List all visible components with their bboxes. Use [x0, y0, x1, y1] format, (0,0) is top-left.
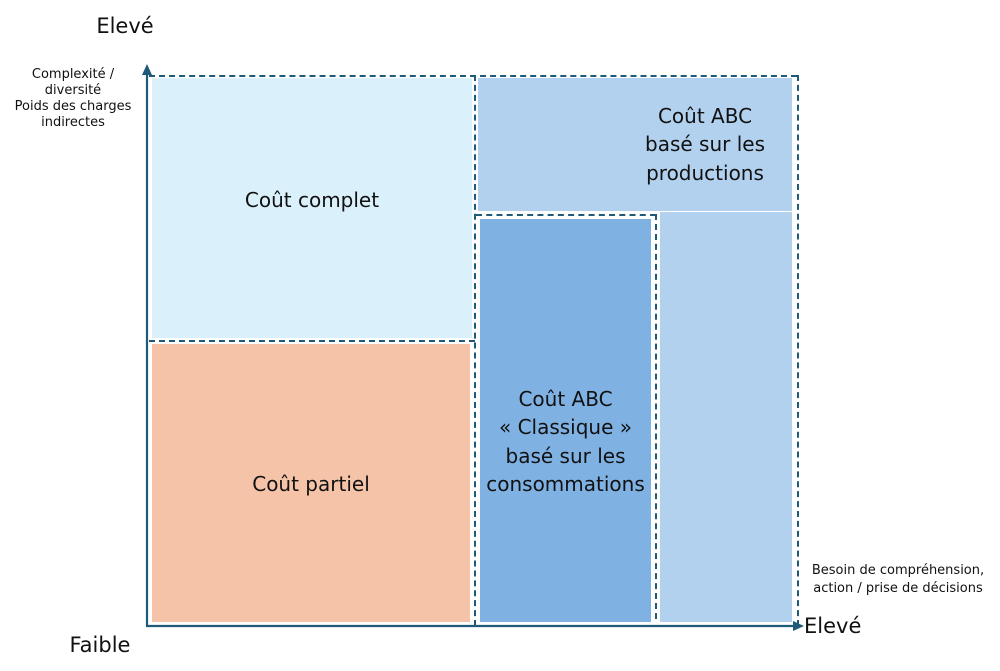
y-axis-arrow-icon — [142, 64, 152, 75]
zone-cout-complet: Coût complet — [152, 78, 472, 338]
zone-abc-classique-line: consommations — [486, 472, 645, 497]
zone-abc-productions-line: productions — [646, 160, 764, 185]
zone-abc-classique-line: « Classique » — [498, 415, 633, 440]
zone-abc-classique-label: Coût ABC « Classique » basé sur les cons… — [480, 385, 651, 499]
zone-cout-partiel: Coût partiel — [152, 344, 470, 622]
zone-cout-complet-label: Coût complet — [244, 188, 380, 212]
x-axis-arrow-icon — [793, 621, 804, 631]
zone-cout-partiel-label: Coût partiel — [252, 472, 370, 496]
y-axis-title-line: Complexité / — [31, 67, 115, 82]
x-axis-title: Besoin de compréhension, action / prise … — [800, 562, 996, 598]
zone-abc-classique-line: basé sur les — [505, 443, 626, 468]
zone-abc-classique-line: Coût ABC — [518, 387, 613, 411]
dashed-divider-complet-partiel — [149, 340, 475, 342]
zone-abc-productions-line: basé sur les — [645, 132, 765, 157]
y-axis-high-label: Elevé — [96, 14, 154, 38]
x-axis-low-label: Faible — [69, 633, 131, 657]
dashed-divider-left-right — [474, 75, 476, 626]
zone-abc-productions-top: Coût ABC basé sur les productions — [478, 78, 792, 211]
y-axis-title-line: indirectes — [41, 114, 105, 130]
dashed-border-right — [797, 75, 799, 626]
y-axis-title-line: diversité — [44, 82, 102, 98]
dashed-border-classique-right — [655, 214, 657, 619]
x-axis-title-line: action / prise de décisions — [813, 581, 983, 597]
zone-abc-productions-line: Coût ABC — [657, 104, 753, 128]
y-axis-title: Complexité / diversité Poids des charges… — [4, 67, 142, 130]
zone-abc-productions-label: Coût ABC basé sur les productions — [618, 102, 792, 187]
x-axis-high-label: Elevé — [804, 614, 862, 638]
dashed-border-classique-top — [476, 214, 656, 216]
dashed-border-top — [149, 75, 797, 77]
zone-abc-productions-side — [660, 212, 792, 622]
y-axis-title-line: Poids des charges — [14, 98, 132, 114]
zone-abc-classique: Coût ABC « Classique » basé sur les cons… — [480, 219, 651, 622]
x-axis-title-line: Besoin de compréhension, — [811, 563, 985, 578]
